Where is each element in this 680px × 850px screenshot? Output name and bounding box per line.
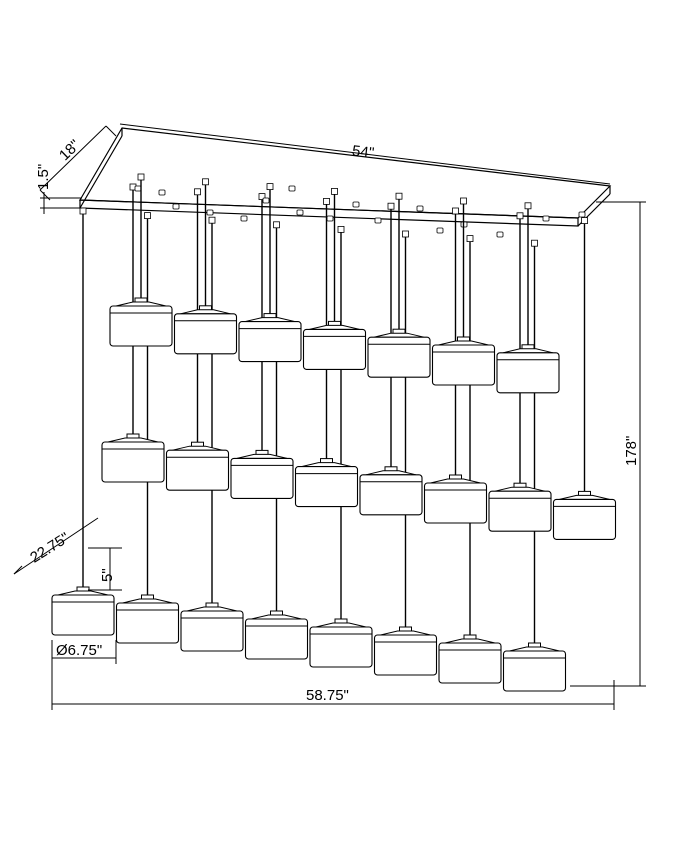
pendant-rods	[82, 180, 586, 645]
canopy-plate	[78, 127, 612, 227]
pendant-shade	[244, 610, 309, 660]
canopy-mount-hole	[352, 201, 360, 208]
pendant-shades	[51, 297, 617, 692]
depth-label: 18"	[56, 137, 84, 165]
canopy-mount-hole	[262, 197, 270, 204]
pendant-shade	[302, 320, 367, 370]
height-label: 178"	[623, 436, 640, 466]
canopy-port	[531, 239, 538, 247]
canopy-port	[387, 202, 395, 210]
shade-height-label: 5"	[99, 568, 116, 582]
canopy-port	[516, 212, 524, 220]
length-label: 54"	[351, 142, 375, 161]
canopy-mount-hole	[416, 205, 424, 212]
canopy-mount-hole	[240, 215, 248, 222]
shade-height-dimension: 5"	[88, 547, 122, 591]
pendant-shade	[294, 458, 359, 508]
canopy-port	[331, 187, 338, 195]
pendant-shade	[359, 466, 423, 516]
canopy-mount-hole	[578, 211, 586, 218]
pendant-shade	[238, 313, 302, 363]
thickness-label: 1.5"	[35, 164, 52, 190]
canopy-mount-hole	[374, 217, 382, 224]
canopy-mount-hole	[172, 203, 180, 210]
canopy-port	[208, 216, 216, 224]
canopy-port	[581, 217, 588, 225]
pendant-shade	[552, 490, 617, 540]
pendant-shade	[109, 297, 173, 347]
pendant-shade	[230, 449, 294, 499]
canopy-port	[79, 207, 87, 215]
canopy-mount-hole	[296, 209, 304, 216]
canopy-port	[337, 225, 345, 233]
width-dimension: 58.75"	[51, 656, 615, 710]
pendant-shade	[180, 602, 244, 652]
height-dimension: 178"	[570, 201, 646, 687]
pendant-shade	[496, 344, 560, 394]
canopy-mount-hole	[326, 215, 334, 222]
shade-diameter-label: Ø6.75"	[56, 642, 102, 659]
canopy-port	[524, 202, 532, 210]
diagonal-label: 22.75"	[27, 529, 72, 566]
pendant-shade	[101, 433, 165, 483]
canopy-port	[202, 178, 209, 186]
pendant-shade	[488, 482, 552, 532]
thickness-dimension: 1.5"	[35, 164, 82, 214]
canopy-mount-hole	[134, 185, 142, 192]
canopy-mount-hole	[158, 189, 166, 196]
canopy-port	[144, 212, 151, 220]
pendant-shade	[51, 586, 115, 636]
shade-diameter-dimension: Ø6.75"	[51, 640, 117, 664]
canopy-mount-hole	[288, 185, 296, 192]
canopy-port	[266, 183, 274, 191]
canopy-port	[402, 230, 409, 238]
canopy-mount-hole	[496, 231, 504, 238]
canopy-port	[466, 235, 474, 243]
pendant-shade	[431, 336, 496, 386]
pendant-shade	[309, 618, 373, 668]
pendant-shade	[173, 305, 238, 355]
canopy-mount-hole	[436, 227, 444, 234]
pendant-shade	[165, 441, 230, 491]
canopy-mount-ports	[79, 173, 588, 247]
canopy-mount-hole	[542, 215, 550, 222]
canopy-port	[460, 197, 467, 205]
canopy-port	[273, 221, 280, 229]
width-label: 58.75"	[306, 687, 349, 704]
pendant-shade	[367, 328, 431, 378]
canopy-port	[194, 188, 201, 196]
pendant-shade	[423, 474, 488, 524]
canopy-port	[323, 197, 330, 205]
pendant-shade	[373, 626, 438, 676]
canopy-mount-hole	[206, 209, 214, 216]
canopy-port	[137, 173, 145, 181]
pendant-shade	[502, 642, 567, 692]
pendant-shade	[438, 634, 502, 684]
canopy-port	[452, 207, 459, 215]
pendant-shade	[115, 594, 180, 644]
diagonal-dimension: 22.75"	[13, 517, 99, 575]
length-dimension: 54"	[119, 123, 611, 185]
canopy-port	[395, 192, 403, 200]
